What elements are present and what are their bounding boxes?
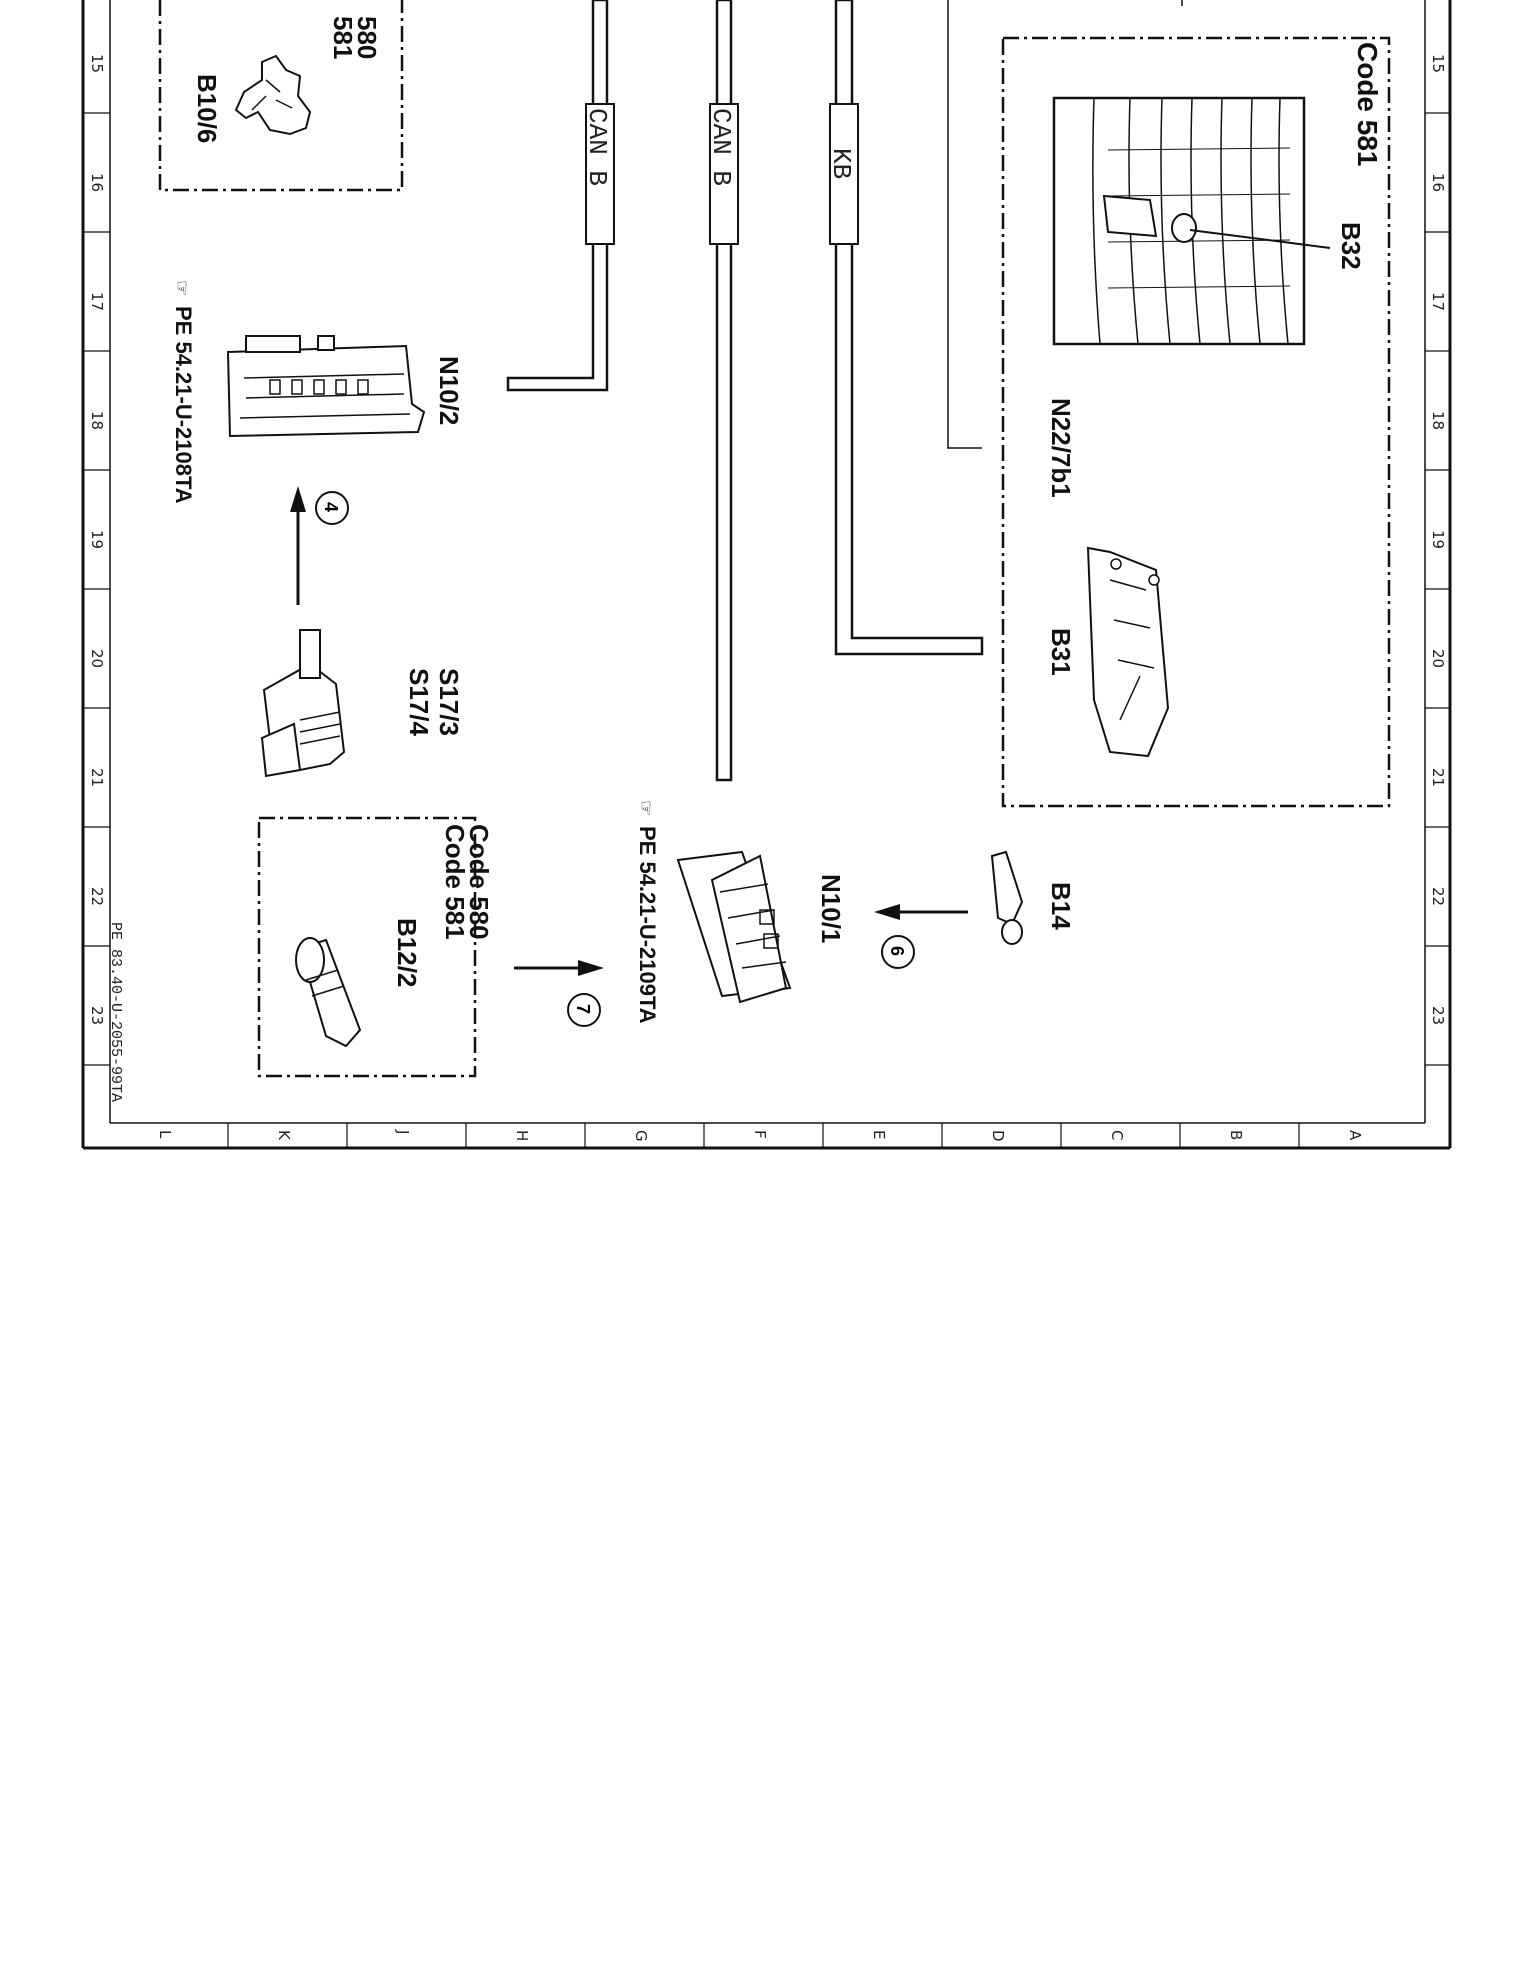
row-number: 16	[1429, 173, 1447, 192]
row-number: 22	[1429, 887, 1447, 906]
callout-number: 6	[887, 946, 907, 956]
column-letters: L K J H G F E D C B A	[156, 1129, 1364, 1142]
row-number: 18	[1429, 411, 1447, 430]
component-n10-2: N10/2 ☞ PE 54.21-U-2108TA	[171, 280, 464, 504]
callout-7: 7	[514, 960, 604, 1027]
column-ticks	[227, 1123, 1300, 1148]
sheet-frame	[81, 0, 1452, 1150]
column-letter: C	[1108, 1130, 1126, 1140]
b14-sensor-icon	[990, 850, 1024, 926]
code-580: 580	[352, 16, 382, 59]
hand-pointer-icon: ☞	[172, 280, 192, 296]
column-letter: B	[1227, 1130, 1245, 1140]
b31-label: B31	[1046, 628, 1076, 676]
b32-label: B32	[1336, 222, 1366, 270]
b10-6-label: B10/6	[192, 74, 222, 143]
component-b14: B14	[990, 850, 1076, 945]
row-number: 23	[1429, 1006, 1447, 1025]
row-numbers-left: 15 16 17 18 19 20 21 22 23	[88, 54, 106, 1025]
column-letter: E	[870, 1130, 888, 1139]
row-number: 22	[88, 887, 106, 906]
callout-4: 4	[290, 486, 349, 605]
bus-label-can-b: CAN B	[582, 108, 612, 186]
b31-sensor-icon	[1086, 546, 1170, 758]
b10-6-sensor-icon	[234, 54, 312, 136]
component-b10-6: 580 581 B10/6	[158, 0, 404, 192]
component-s17: S17/3 S17/4	[260, 629, 464, 778]
component-n10-1: ☞ PE 54.21-U-2109TA N10/1	[635, 800, 846, 1024]
component-b12-2: Code 580 Code 581 B12/2	[257, 816, 494, 1078]
row-number: 17	[88, 292, 106, 311]
callout-6: 6	[874, 904, 968, 969]
code-581: 581	[328, 16, 358, 59]
column-letter: G	[632, 1130, 650, 1142]
n22-7b1-label: N22/7b1	[1046, 398, 1076, 498]
callout-number: 4	[321, 502, 341, 512]
b12-2-label: B12/2	[392, 918, 422, 987]
column-letter: A	[1346, 1130, 1364, 1141]
column-letter: K	[275, 1130, 293, 1141]
can-b-bus-2: CAN B	[706, 0, 739, 782]
row-number: 15	[88, 54, 106, 73]
row-number: 15	[1429, 54, 1447, 73]
row-number: 19	[88, 530, 106, 549]
can-b-bus-1: CAN B	[506, 0, 615, 392]
n10-2-module-icon	[226, 344, 426, 438]
row-number: 19	[1429, 530, 1447, 549]
n10-1-label: N10/1	[816, 874, 846, 943]
row-number: 21	[1429, 768, 1447, 787]
n22-wire	[947, 0, 1183, 449]
component-group-b32: Code 581 B32 N22/7b1	[1001, 36, 1391, 808]
n10-1-reference: PE 54.21-U-2109TA	[635, 826, 660, 1024]
n10-2-label: N10/2	[434, 356, 464, 425]
code-581-label: Code 581	[1352, 42, 1383, 167]
code-581-label: Code 581	[440, 824, 470, 940]
s17-4-label: S17/4	[404, 668, 434, 736]
hand-pointer-icon: ☞	[636, 800, 656, 816]
n10-2-reference: PE 54.21-U-2108TA	[171, 306, 196, 504]
bus-label-kb: KB	[826, 148, 856, 179]
row-number: 21	[88, 768, 106, 787]
column-letter: J	[394, 1129, 412, 1134]
row-ticks	[83, 112, 1450, 1066]
row-numbers-right: 15 16 17 18 19 20 21 22 23	[1429, 54, 1447, 1025]
kb-bus: KB	[826, 0, 984, 656]
drawing-reference: PE 83.40-U-2055-99TA	[107, 922, 124, 1102]
column-letter: L	[156, 1130, 174, 1139]
row-number: 18	[88, 411, 106, 430]
b32-grille-icon	[1052, 96, 1331, 346]
code-580-label: Code 580	[464, 824, 494, 940]
row-number: 20	[1429, 649, 1447, 668]
callout-number: 7	[573, 1004, 593, 1014]
s17-3-label: S17/3	[434, 668, 464, 736]
column-letter: D	[989, 1130, 1007, 1142]
bus-label-can-b: CAN B	[706, 108, 736, 186]
row-number: 23	[88, 1006, 106, 1025]
column-letter: H	[513, 1130, 531, 1141]
row-number: 17	[1429, 292, 1447, 311]
row-number: 16	[88, 173, 106, 192]
row-number: 20	[88, 649, 106, 668]
b14-label: B14	[1046, 882, 1076, 930]
column-letter: F	[751, 1130, 769, 1139]
